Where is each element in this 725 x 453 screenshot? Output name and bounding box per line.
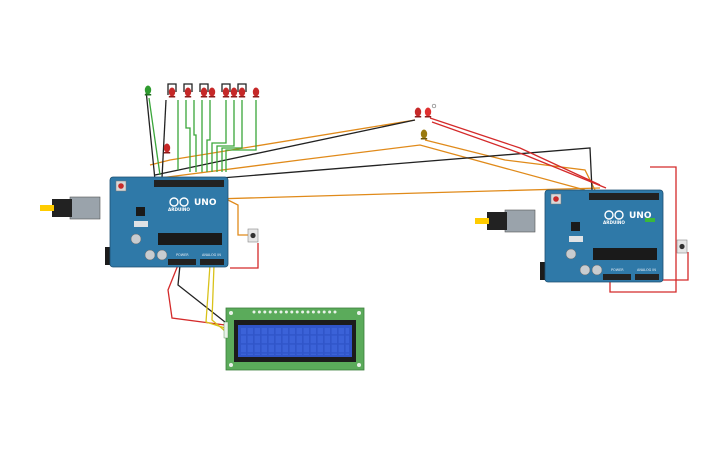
wire-red — [230, 243, 259, 269]
led-red[interactable] — [184, 87, 192, 98]
lcd-pin — [252, 310, 256, 314]
arduino-logo-icon — [169, 197, 189, 207]
lcd-pin — [301, 310, 305, 314]
power-label: POWER — [176, 253, 189, 257]
board-model: UNO — [194, 198, 217, 208]
lcd-pin — [317, 310, 321, 314]
led-red[interactable] — [414, 107, 422, 118]
lcd-pin — [279, 310, 283, 314]
microcontroller-chip — [593, 248, 657, 260]
led-red[interactable] — [252, 87, 260, 98]
arduino-board-right[interactable]: UNO ARDUINO POWER ANALOG IN — [475, 189, 664, 283]
wire-orange — [179, 187, 601, 201]
wire-red — [431, 121, 607, 189]
lcd-pin — [257, 310, 261, 314]
wire-red — [609, 166, 677, 293]
wire-yellow — [211, 264, 226, 332]
led-cluster-right — [414, 103, 437, 140]
led-red[interactable] — [222, 87, 230, 98]
push-button-right[interactable] — [676, 239, 688, 254]
digital-header — [154, 180, 224, 187]
wire-black — [154, 119, 416, 176]
lcd-pin-row — [252, 310, 337, 314]
analog-header — [200, 259, 224, 265]
led-red[interactable] — [168, 87, 176, 98]
digital-header — [589, 193, 659, 200]
wire-black — [177, 264, 226, 323]
analog-label: ANALOG IN — [202, 253, 221, 257]
lcd-pin — [322, 310, 326, 314]
led-red[interactable] — [424, 107, 432, 118]
power-label: POWER — [611, 268, 624, 272]
lcd-pin — [274, 310, 278, 314]
wire-orange — [159, 144, 586, 191]
wire-black — [171, 147, 593, 191]
lcd-pin — [284, 310, 288, 314]
analog-header — [635, 274, 659, 280]
lcd-pin — [306, 310, 310, 314]
lcd-pin — [311, 310, 315, 314]
analog-label: ANALOG IN — [637, 268, 656, 272]
power-header — [168, 259, 196, 265]
led-green[interactable] — [144, 85, 152, 96]
wire-yellow — [205, 264, 226, 329]
board-brand: ARDUINO — [168, 207, 190, 212]
arduino-logo-icon — [604, 210, 624, 220]
lcd-pin — [295, 310, 299, 314]
wire-red — [660, 252, 689, 281]
led-red[interactable] — [200, 87, 208, 98]
lcd-pin — [268, 310, 272, 314]
wire-orange — [149, 119, 416, 166]
arduino-board-left[interactable]: UNO ARDUINO POWER ANALOG IN — [40, 176, 229, 268]
led-red[interactable] — [238, 87, 246, 98]
usb-connector — [69, 196, 101, 220]
wire-red — [167, 264, 226, 326]
power-header — [603, 274, 631, 280]
microcontroller-chip — [158, 233, 222, 245]
wire-orange — [424, 139, 596, 191]
board-brand: ARDUINO — [603, 220, 625, 225]
lcd-pin — [263, 310, 267, 314]
usb-connector — [504, 209, 536, 233]
lcd-pin — [328, 310, 332, 314]
led-red[interactable] — [163, 143, 171, 154]
push-button-left[interactable] — [247, 228, 259, 243]
wire-orange — [227, 199, 248, 236]
lcd-pin — [333, 310, 337, 314]
resistor-node — [431, 103, 437, 109]
led-red[interactable] — [208, 87, 216, 98]
lcd-display[interactable] — [223, 307, 365, 371]
board-model: UNO — [629, 211, 652, 221]
led-cluster-left — [144, 85, 260, 154]
wire-red — [429, 117, 601, 186]
wires — [145, 83, 689, 332]
led-yellow[interactable] — [420, 129, 428, 140]
lcd-pin — [290, 310, 294, 314]
led-red[interactable] — [230, 87, 238, 98]
